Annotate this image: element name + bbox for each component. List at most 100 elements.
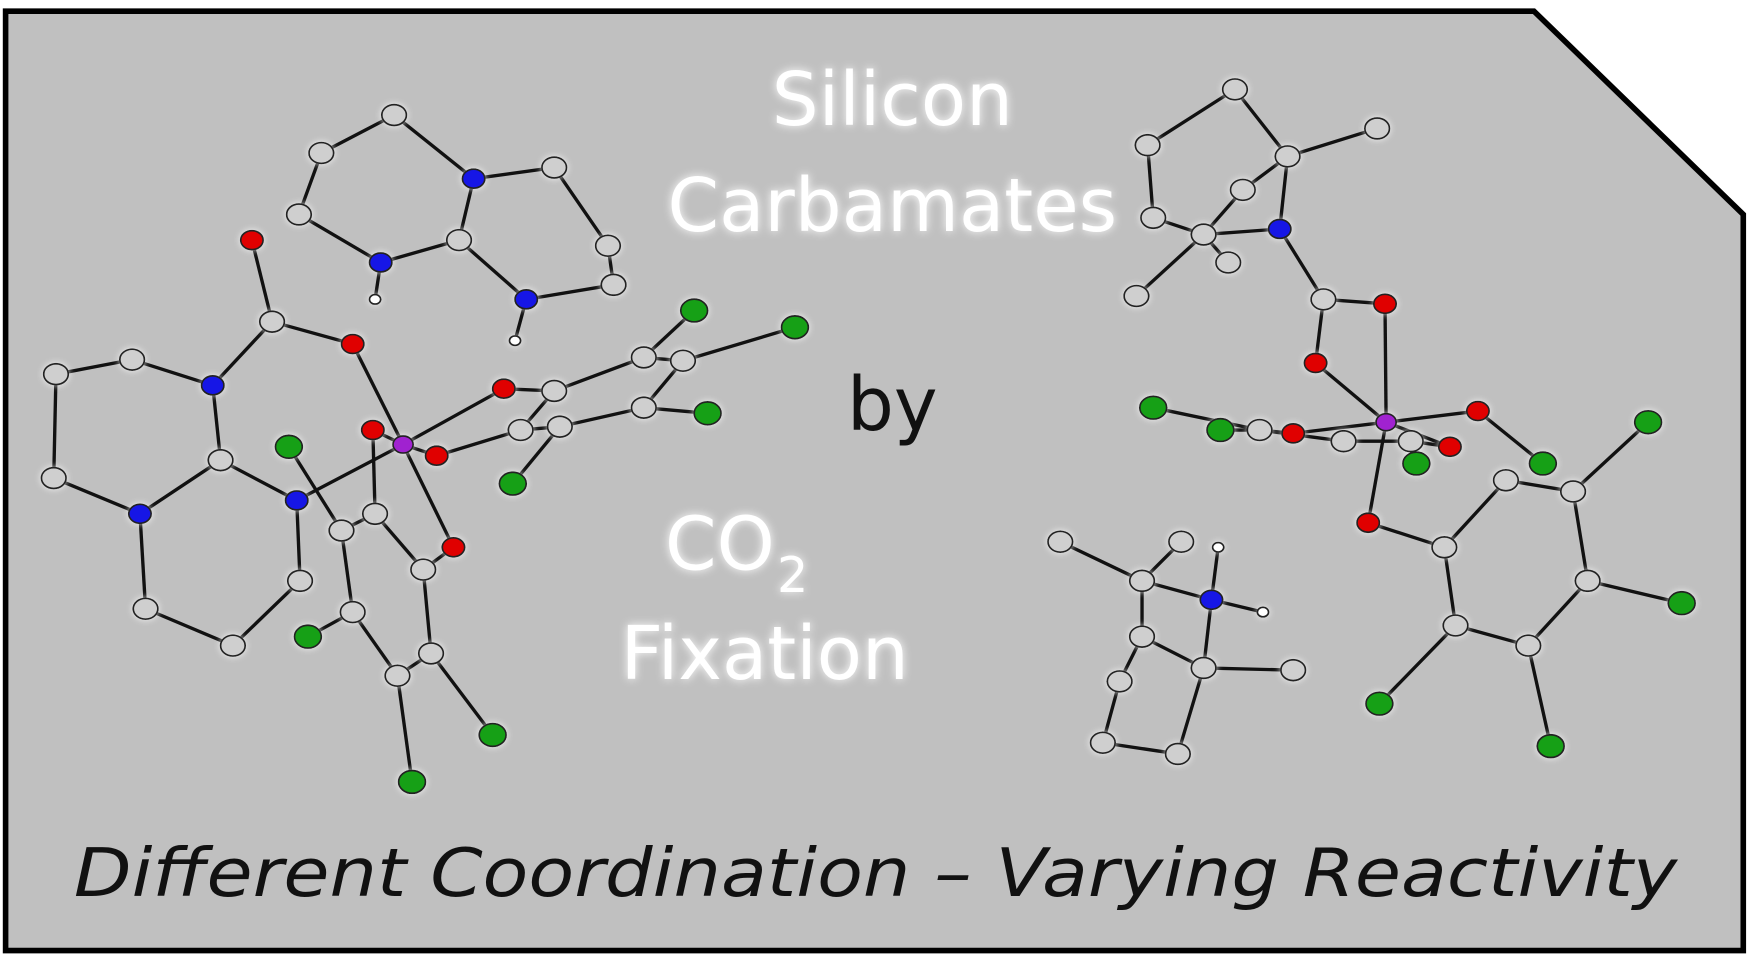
atom-c [1106, 670, 1133, 693]
atom-c [445, 228, 473, 252]
bond [351, 611, 399, 677]
bond [211, 320, 274, 387]
title-co: CO [665, 502, 775, 588]
atom-c [328, 519, 355, 542]
atom-c [1128, 569, 1156, 593]
atom-c [1492, 469, 1520, 492]
atom-c [40, 466, 67, 490]
atom-c [1397, 429, 1424, 453]
atom-c [410, 558, 437, 581]
bond [52, 374, 58, 479]
bond [1278, 228, 1325, 301]
atom-cl [780, 315, 810, 340]
bond [1527, 579, 1589, 647]
title-carbamates: Carbamates [668, 163, 1118, 249]
bond [320, 113, 395, 155]
atom-si [392, 435, 414, 454]
atom-o [340, 333, 365, 355]
atom-c [380, 103, 408, 127]
atom-c [285, 203, 313, 226]
bond [1385, 409, 1479, 424]
atom-c [1310, 288, 1337, 311]
atom-c [308, 141, 335, 165]
bond [421, 569, 433, 654]
atom-cl [1402, 451, 1431, 476]
bond [250, 239, 274, 323]
bond [393, 113, 475, 181]
atom-c [132, 597, 159, 621]
background-panel [2, 8, 1747, 954]
bond [373, 512, 425, 571]
atom-n [368, 252, 393, 273]
atom-cl [478, 722, 507, 748]
atom-o [491, 378, 516, 400]
bond [380, 238, 460, 265]
bond [1367, 521, 1445, 549]
bond [1176, 667, 1206, 755]
atom-c [1246, 418, 1273, 442]
atom-o [1281, 423, 1306, 444]
atom-c [541, 379, 568, 403]
atom-c [594, 234, 622, 258]
bond [429, 652, 494, 736]
atom-c [1280, 658, 1307, 682]
atom-c [1515, 634, 1542, 657]
bond [1442, 547, 1458, 626]
bond [1146, 87, 1236, 147]
atom-n [1267, 218, 1292, 240]
atom-c [1442, 614, 1469, 637]
atom-h [508, 335, 522, 347]
atom-c [1123, 284, 1150, 308]
atom-c [1364, 117, 1391, 140]
bond [1571, 491, 1590, 582]
atom-n [461, 168, 486, 190]
atom-c [546, 415, 573, 438]
atom-cl [679, 298, 709, 323]
atom-c [1190, 223, 1217, 246]
atom-c [361, 502, 389, 526]
atom-c [630, 346, 657, 369]
atom-cl [1528, 451, 1558, 476]
title-by: by [847, 362, 938, 448]
bond [457, 238, 528, 301]
atom-c [1134, 133, 1161, 157]
atom-c [1168, 530, 1195, 554]
bond [298, 213, 382, 264]
atom-cl [1206, 417, 1235, 443]
bond [139, 458, 222, 516]
bond [271, 320, 354, 346]
atom-c [1190, 656, 1217, 680]
bond [231, 579, 302, 647]
bond [1203, 666, 1294, 672]
atom-c [1221, 78, 1249, 101]
atom-n [284, 490, 309, 511]
bond [1383, 303, 1388, 423]
atom-c [118, 348, 146, 371]
atom-cl [274, 434, 304, 460]
bond [144, 607, 234, 648]
bond [525, 283, 614, 301]
atom-c [1330, 429, 1357, 453]
bond [351, 343, 405, 446]
bond [1366, 421, 1388, 524]
atom-o [1465, 400, 1490, 422]
atom-cl [293, 624, 323, 649]
bond [436, 428, 522, 458]
bond [682, 325, 796, 363]
title-co-subscript: 2 [777, 546, 808, 604]
bond [138, 513, 148, 609]
bond [1287, 126, 1378, 158]
bond [1587, 579, 1683, 605]
atom-o [1437, 436, 1462, 458]
atom-h [1256, 606, 1270, 618]
atom-c [339, 600, 366, 624]
bond [1152, 406, 1260, 432]
bond [1201, 599, 1214, 669]
bond [295, 500, 302, 581]
bond [1476, 409, 1544, 465]
atom-c [286, 569, 314, 593]
bond [287, 445, 343, 532]
bond [1314, 361, 1388, 424]
bond [1443, 479, 1508, 549]
atom-c [1215, 251, 1242, 274]
